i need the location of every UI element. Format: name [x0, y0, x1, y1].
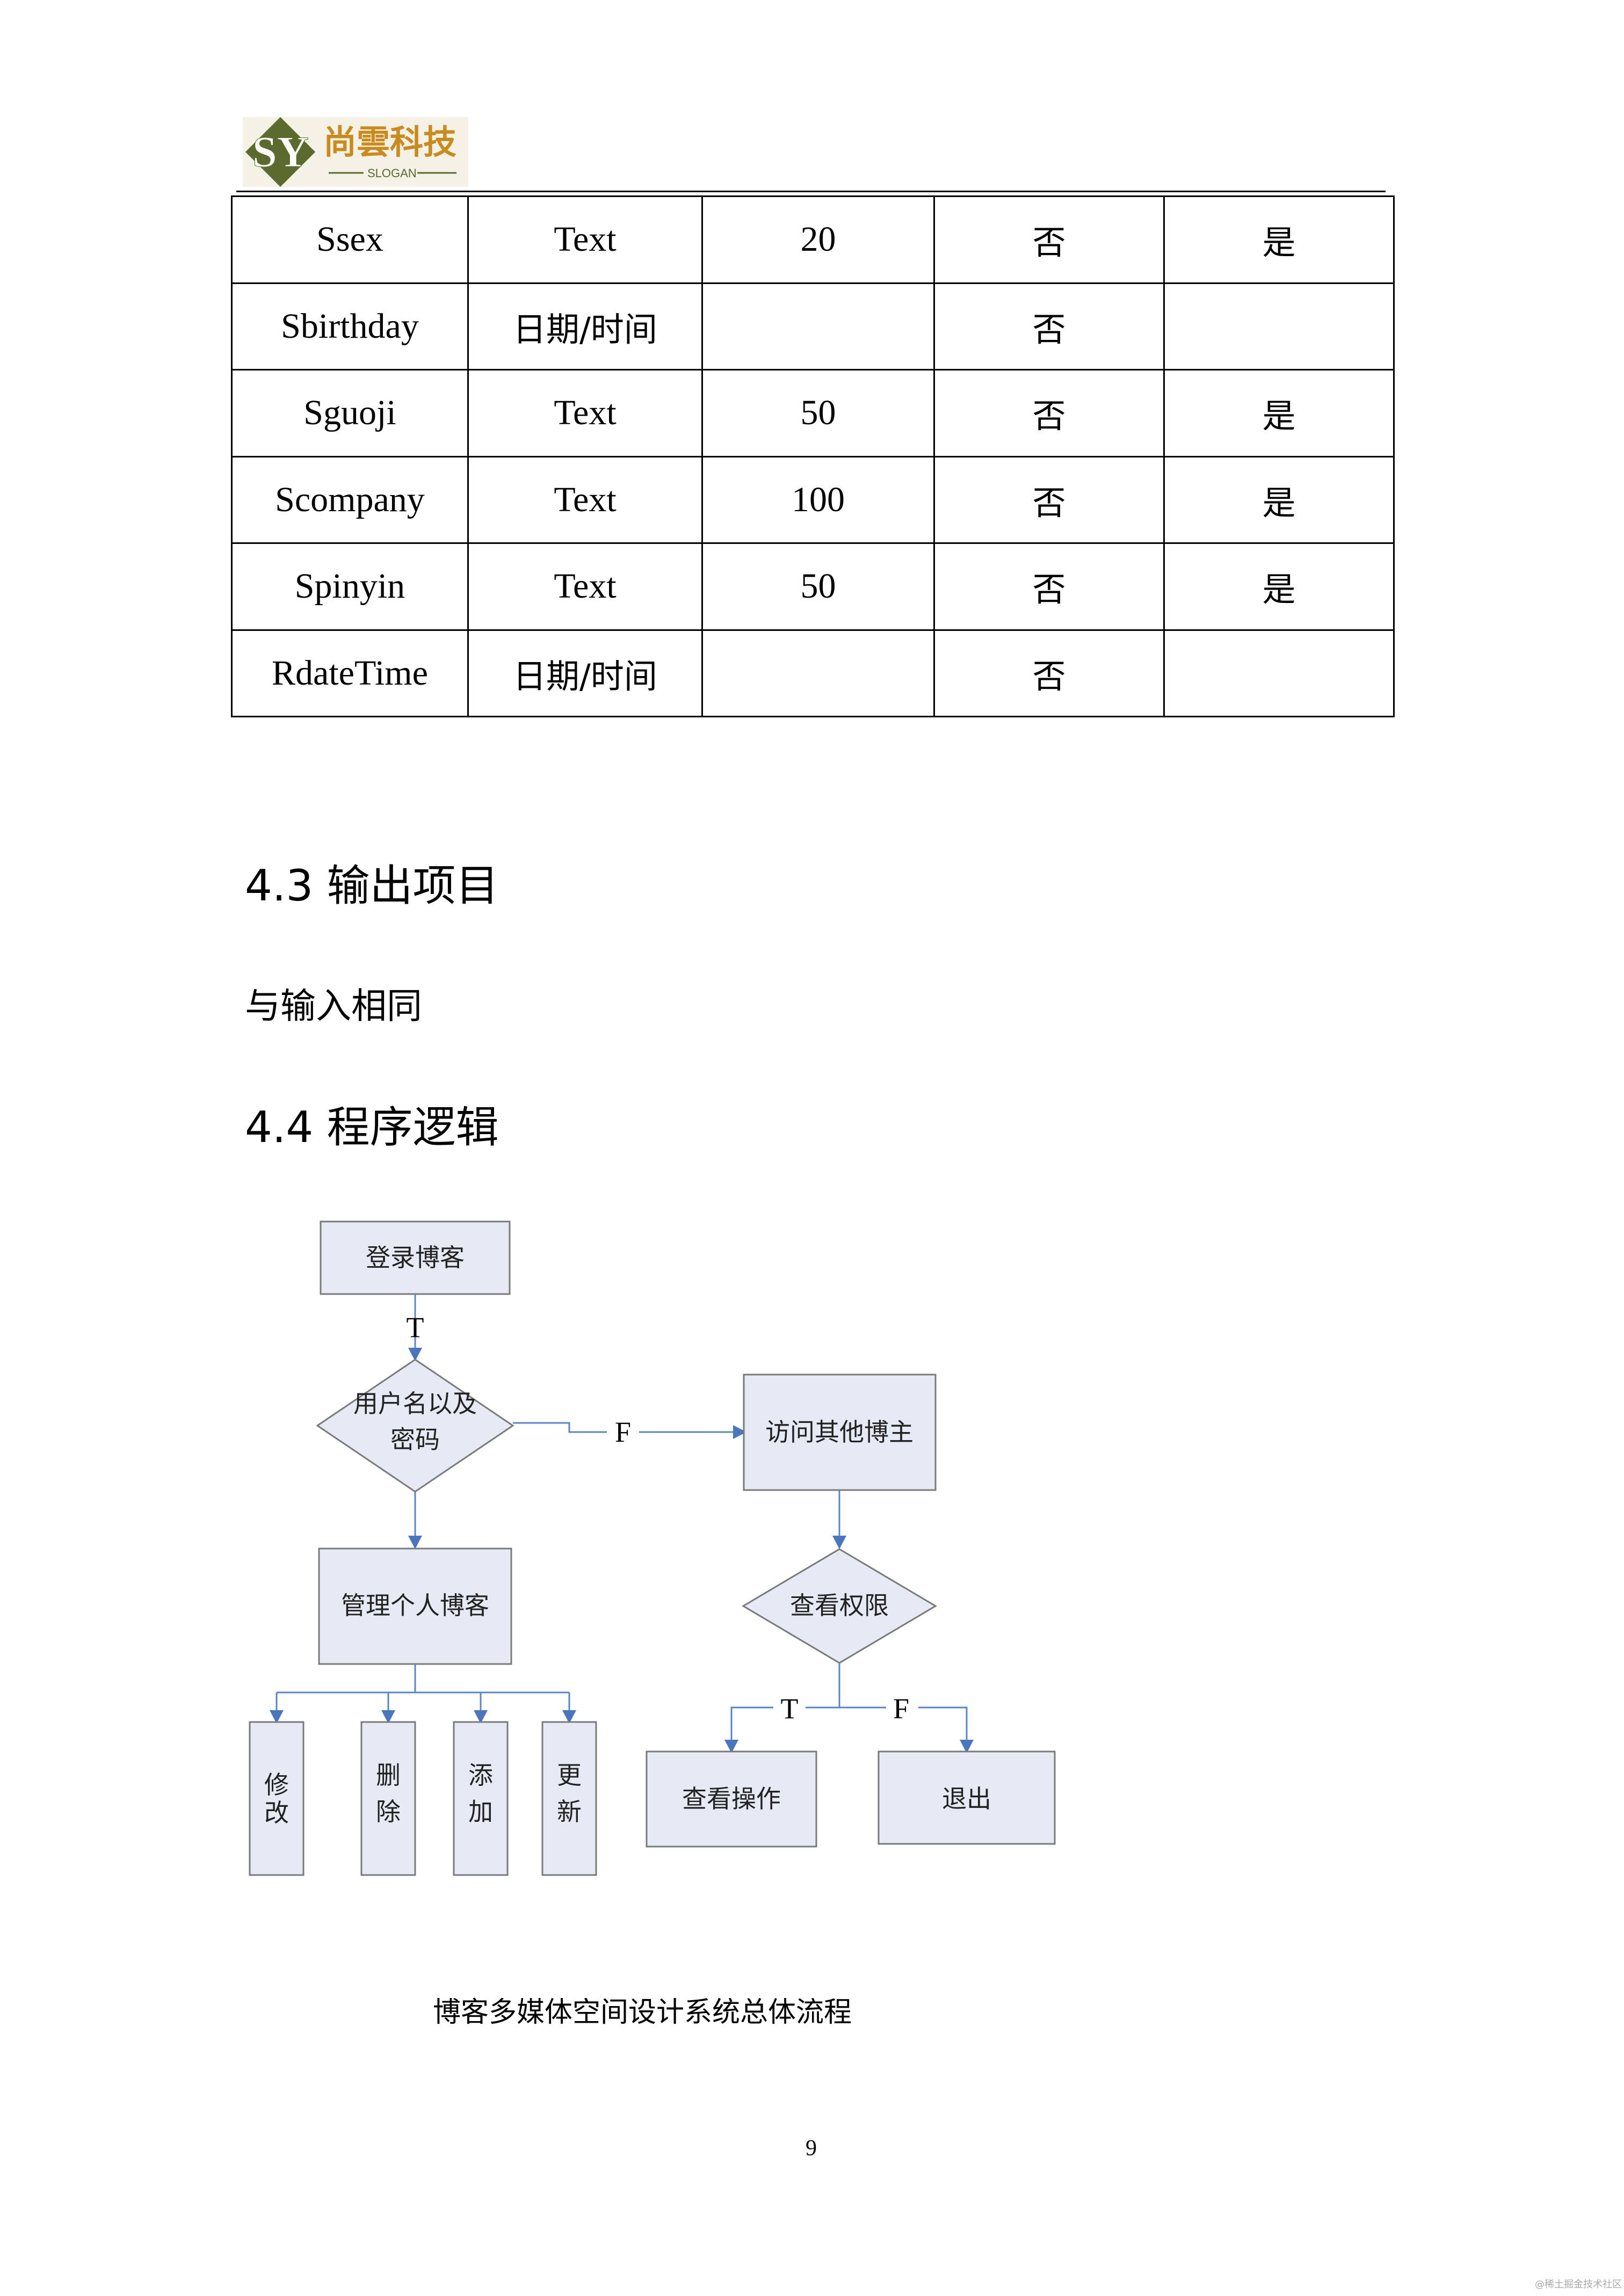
- table-cell: Text: [467, 542, 703, 631]
- table-cell: 50: [701, 542, 935, 631]
- table-cell: 否: [933, 542, 1165, 631]
- logo-initials: SY: [252, 127, 309, 176]
- svg-text:除: 除: [376, 1797, 401, 1826]
- logo-slogan: SLOGAN: [367, 166, 417, 180]
- table-cell: Text: [467, 455, 703, 544]
- svg-text:查看操作: 查看操作: [682, 1784, 781, 1813]
- table-cell: [701, 629, 935, 717]
- flow-node-modify: 修 改: [249, 1721, 305, 1876]
- flow-node-credentials-decision: 用户名以及 密码: [316, 1358, 514, 1493]
- section-4-3-body: 与输入相同: [245, 985, 422, 1027]
- company-logo: SY 尚雲科技 SLOGAN: [243, 117, 468, 187]
- flow-label-f1: F: [615, 1416, 631, 1448]
- flow-node-exit: 退出: [878, 1750, 1056, 1845]
- table-cell: 否: [933, 195, 1165, 284]
- flow-node-login: 登录博客: [320, 1220, 511, 1295]
- table-cell: [1163, 282, 1395, 370]
- flow-node-add: 添 加: [453, 1721, 509, 1876]
- table-cell: 100: [701, 455, 935, 544]
- svg-text:密码: 密码: [390, 1425, 440, 1454]
- flow-node-update: 更 新: [541, 1721, 597, 1876]
- section-heading-4-4: 4.4 程序逻辑: [245, 1102, 499, 1152]
- table-cell: Ssex: [231, 195, 469, 284]
- logo-text: 尚雲科技: [323, 122, 456, 162]
- svg-text:用户名以及: 用户名以及: [353, 1389, 477, 1418]
- table-cell: Spinyin: [231, 542, 469, 631]
- table-cell: 50: [701, 369, 935, 457]
- table-cell: 是: [1163, 195, 1395, 284]
- table-cell: [1163, 629, 1395, 717]
- flow-node-visit-others: 访问其他博主: [743, 1374, 937, 1491]
- table-cell: Sbirthday: [231, 282, 469, 370]
- table-cell: [701, 282, 935, 370]
- svg-text:访问其他博主: 访问其他博主: [765, 1418, 914, 1447]
- table-cell: 否: [933, 455, 1165, 544]
- svg-text:查看权限: 查看权限: [790, 1591, 889, 1620]
- table-cell: 否: [933, 629, 1165, 717]
- svg-text:加: 加: [468, 1797, 493, 1826]
- svg-text:登录博客: 登录博客: [366, 1243, 465, 1272]
- flow-node-view-operation: 查看操作: [646, 1750, 817, 1848]
- flow-node-check-permission: 查看权限: [742, 1548, 937, 1664]
- svg-text:删: 删: [376, 1761, 401, 1790]
- page-number: 9: [806, 2136, 817, 2161]
- svg-text:更: 更: [557, 1761, 582, 1790]
- table-cell: 是: [1163, 542, 1395, 631]
- table-cell: 否: [933, 369, 1165, 457]
- flow-label-t1: T: [407, 1311, 424, 1343]
- table-cell: Text: [467, 369, 703, 457]
- svg-text:退出: 退出: [942, 1784, 991, 1813]
- flow-node-delete: 删 除: [360, 1721, 416, 1876]
- section-heading-4-3: 4.3 输出项目: [245, 861, 499, 911]
- table-cell: 是: [1163, 455, 1395, 544]
- flow-node-manage-blog: 管理个人博客: [318, 1547, 512, 1665]
- svg-text:添: 添: [468, 1761, 493, 1790]
- table-cell: 日期/时间: [467, 629, 703, 717]
- svg-text:新: 新: [557, 1797, 582, 1826]
- table-cell: Text: [467, 195, 703, 284]
- table-cell: RdateTime: [231, 629, 469, 717]
- table-cell: 是: [1163, 369, 1395, 457]
- watermark: @稀土掘金技术社区: [1535, 2279, 1622, 2290]
- table-cell: 日期/时间: [467, 282, 703, 370]
- figure-caption: 博客多媒体空间设计系统总体流程: [433, 1996, 852, 2029]
- table-cell: Sguoji: [231, 369, 469, 457]
- header-rule: [236, 191, 1386, 192]
- table-cell: 否: [933, 282, 1165, 370]
- flow-label-f2: F: [893, 1692, 909, 1725]
- svg-text:修: 修: [264, 1770, 289, 1799]
- svg-text:管理个人博客: 管理个人博客: [341, 1591, 489, 1620]
- table-cell: Scompany: [231, 455, 469, 544]
- svg-text:改: 改: [264, 1798, 289, 1827]
- table-cell: 20: [701, 195, 935, 284]
- flow-label-t2: T: [781, 1692, 799, 1725]
